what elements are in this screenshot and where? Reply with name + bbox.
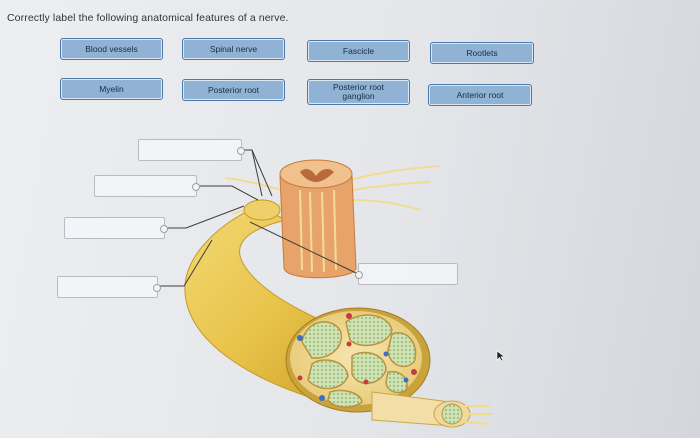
fascicle-extension (371, 391, 492, 428)
connector-dot (153, 284, 161, 292)
drop-target-2[interactable] (94, 175, 200, 197)
connector-dot (355, 271, 363, 279)
label-chip-rootlets[interactable]: Rootlets (430, 42, 534, 64)
blood-vessel-dots (297, 313, 417, 401)
drop-target-4[interactable] (57, 276, 161, 298)
drop-target-1[interactable] (138, 139, 245, 161)
connector-dot (160, 225, 168, 233)
leader-lines (157, 149, 359, 287)
label-chip-posterior-root[interactable]: Posterior root (182, 79, 285, 101)
label-chip-myelin[interactable]: Myelin (60, 78, 163, 100)
label-chip-anterior-root[interactable]: Anterior root (428, 84, 532, 106)
drop-target-3[interactable] (64, 217, 168, 239)
connector-dot (192, 183, 200, 191)
question-prompt: Correctly label the following anatomical… (7, 12, 289, 24)
drop-target-5[interactable] (355, 263, 458, 285)
ganglion (243, 199, 281, 221)
nerve-cross-section (285, 307, 431, 413)
label-chip-blood-vessels[interactable]: Blood vessels (60, 38, 163, 60)
mouse-cursor-icon (496, 350, 506, 362)
connector-dot (237, 147, 245, 155)
label-chip-posterior-root-ganglion[interactable]: Posterior root ganglion (307, 79, 410, 105)
label-chip-spinal-nerve[interactable]: Spinal nerve (182, 38, 285, 60)
label-chip-fascicle[interactable]: Fascicle (307, 40, 410, 62)
spinal-cord (279, 159, 357, 279)
